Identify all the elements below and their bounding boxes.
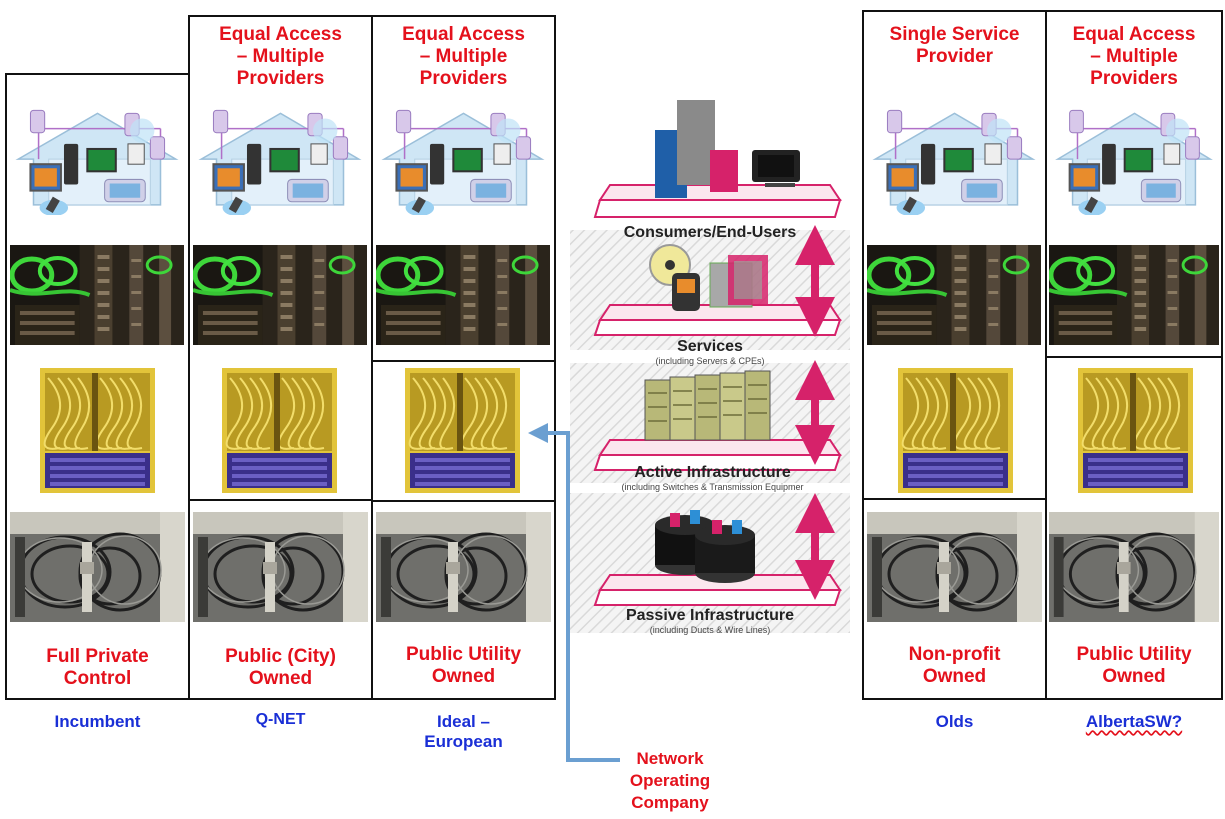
cable-spools-icon [655,510,755,583]
albertasw-passive-image [1049,512,1219,622]
incumbent-model-label: Incumbent [54,712,141,731]
albertasw-lower-box [1045,356,1223,700]
olds-header: Single Service Provider [889,24,1020,67]
layer-diagram [570,100,850,633]
ideal-services-image [376,245,550,345]
passive-layer-subtitle: (including Ducts & Wire Lines) [649,625,771,635]
qnet-passive-image [193,512,368,622]
albertasw-header: Equal Access – Multiple Providers [1072,24,1196,89]
olds-model-label: Olds [935,712,974,731]
consumers-layer-title: Consumers/End-Users [623,224,797,241]
consumer-platform [593,199,842,218]
olds-active-image [898,368,1013,493]
ideal-consumer-image [374,88,552,215]
incumbent-active-image [40,368,155,493]
services-layer-subtitle: (including Servers & CPEs) [655,356,765,366]
active-layer-subtitle: (including Switches & Transmission Equip… [621,482,804,492]
active-layer-title: Active Infrastructure [634,464,791,481]
switch-racks-icon [644,370,771,441]
services-layer-label: Services (including Servers & CPEs) [580,338,840,367]
olds-services-image [867,245,1041,345]
qnet-ownership-label: Public (City) Owned [225,646,336,689]
services-layer-title: Services [677,338,743,355]
server-tower-icon [677,100,715,185]
noc-connector-arrow [528,423,620,762]
qnet-active-image [222,368,337,493]
olds-passive-image [867,512,1042,622]
desktop-box-icon [710,150,738,192]
albertasw-model-label: AlbertaSW? [1047,712,1221,732]
passive-layer-label: Passive Infrastructure (including Ducts … [580,607,840,636]
consumers-layer-label: Consumers/End-Users [580,224,840,242]
albertasw-consumer-image [1048,88,1220,215]
olds-consumer-image [865,88,1043,215]
incumbent-passive-image [10,512,185,622]
albertasw-model-text: AlbertaSW? [1085,712,1183,731]
albertasw-ownership-label: Public Utility Owned [1076,644,1192,687]
albertasw-services-image [1049,245,1219,345]
qnet-services-image [193,245,367,345]
qnet-model-label: Q-NET [255,711,306,728]
ideal-ownership-label: Public Utility Owned [405,644,522,687]
ideal-header: Equal Access – Multiple Providers [402,24,525,89]
incumbent-consumer-image [8,88,186,215]
passive-layer-title: Passive Infrastructure [625,607,795,624]
olds-ownership-label: Non-profit Owned [908,644,1001,687]
ideal-passive-box [371,500,556,700]
qnet-header: Equal Access – Multiple Providers [219,24,342,89]
albertasw-active-image [1078,368,1193,493]
active-layer-label: Active Infrastructure (including Switche… [575,464,850,493]
network-operating-company-label: Network Operating Company [629,749,711,812]
qnet-consumer-image [191,88,369,215]
ideal-active-image [405,368,520,493]
incumbent-services-image [10,245,184,345]
ideal-model-label: Ideal – European [424,712,503,751]
incumbent-ownership-label: Full Private Control [46,646,149,689]
